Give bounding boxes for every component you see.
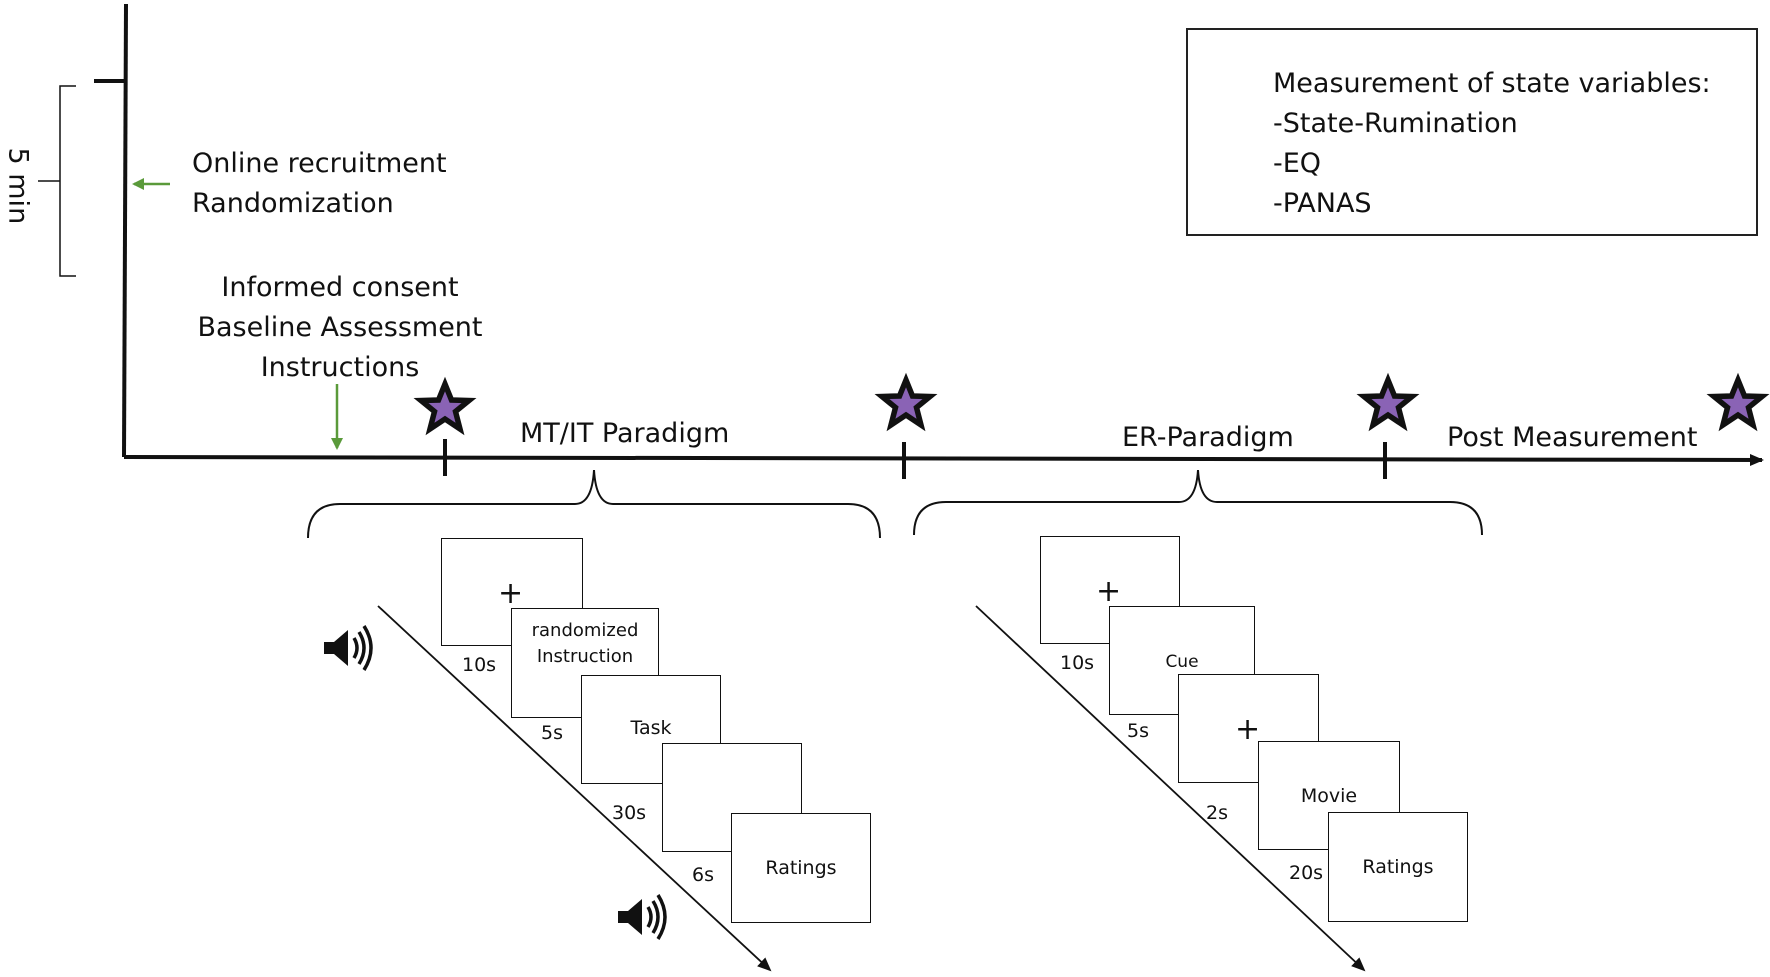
- frame-text: Instruction: [536, 646, 634, 667]
- phase-label-er: ER-Paradigm: [1122, 422, 1294, 453]
- star-icon: [1714, 380, 1762, 425]
- legend-title: Measurement of state variables:: [1273, 68, 1711, 99]
- duration-bracket: [38, 85, 76, 277]
- randomization-label: Randomization: [192, 188, 394, 219]
- fixation-cross: +: [1235, 712, 1261, 747]
- mtit-frame-ratings: Ratings: [731, 813, 871, 923]
- duration-label: 2s: [1206, 802, 1228, 824]
- mtit-time-arrow: [377, 605, 772, 972]
- instructions-label: Instructions: [260, 352, 420, 383]
- mtit-brace: [307, 469, 881, 539]
- legend-item: -State-Rumination: [1273, 108, 1518, 139]
- er-brace: [913, 469, 1483, 536]
- informed-consent-label: Informed consent: [221, 272, 459, 303]
- frame-text: Ratings: [765, 857, 837, 879]
- speaker-icon: [616, 893, 667, 941]
- er-time-arrow: [975, 605, 1366, 972]
- er-frame-ratings: Ratings: [1328, 812, 1468, 922]
- baseline-assessment-label: Baseline Assessment: [197, 312, 483, 343]
- duration-label: 5s: [541, 722, 563, 744]
- frame-text: Ratings: [1362, 856, 1434, 878]
- phase-label-post: Post Measurement: [1447, 422, 1698, 453]
- star-icon: [882, 380, 930, 425]
- legend-item: -PANAS: [1273, 188, 1372, 219]
- horizontal-axis: [123, 453, 1764, 466]
- duration-label: 30s: [612, 802, 647, 824]
- legend-item: -EQ: [1273, 148, 1322, 179]
- duration-label: 5s: [1127, 720, 1149, 742]
- speaker-icon: [322, 624, 373, 672]
- legend-box: [1186, 28, 1758, 236]
- star-icon: [421, 384, 469, 429]
- duration-label: 10s: [462, 654, 497, 676]
- phase-label-mtit: MT/IT Paradigm: [520, 418, 730, 449]
- vertical-axis: [122, 3, 128, 458]
- frame-text: Cue: [1165, 652, 1199, 672]
- online-recruitment-label: Online recruitment: [192, 148, 447, 179]
- duration-label: 5 min: [2, 147, 34, 225]
- star-icon: [1364, 380, 1412, 425]
- duration-label: 20s: [1289, 862, 1324, 884]
- duration-label: 10s: [1060, 652, 1095, 674]
- frame-text: randomized: [531, 620, 639, 641]
- duration-label: 6s: [692, 864, 714, 886]
- frame-text: Task: [630, 717, 672, 739]
- fixation-cross: +: [498, 576, 524, 611]
- fixation-cross: +: [1096, 574, 1122, 609]
- frame-text: Movie: [1300, 785, 1358, 807]
